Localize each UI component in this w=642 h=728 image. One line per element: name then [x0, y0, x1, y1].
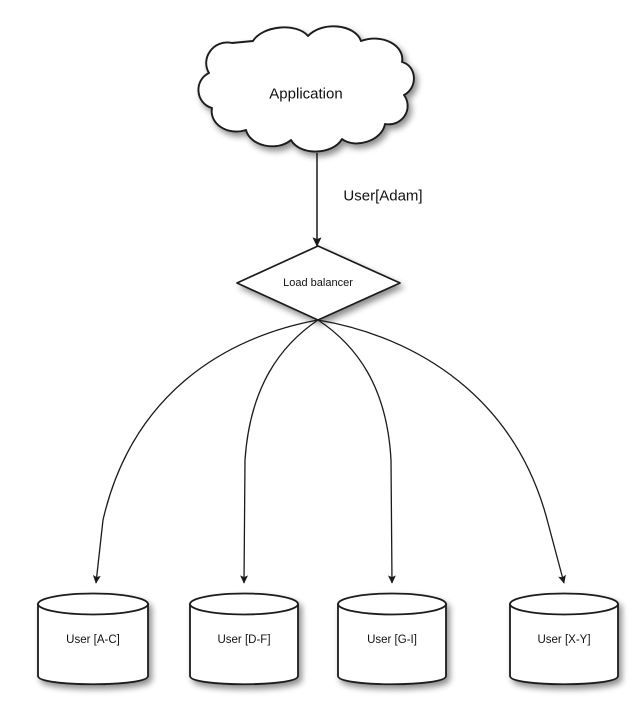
edge-lb-to-db-x-y: [317, 319, 566, 584]
node-db-d-f[interactable]: [189, 592, 299, 686]
node-application[interactable]: [197, 25, 415, 153]
node-load-balancer[interactable]: [236, 245, 401, 321]
node-db-a-c[interactable]: [37, 592, 149, 686]
edge-lb-to-db-a-c: [92, 319, 319, 584]
edge-lb-to-db-d-f: [240, 319, 319, 584]
node-db-g-i[interactable]: [337, 592, 447, 686]
node-db-x-y[interactable]: [509, 592, 619, 686]
edge-lb-to-db-g-i: [317, 319, 396, 584]
